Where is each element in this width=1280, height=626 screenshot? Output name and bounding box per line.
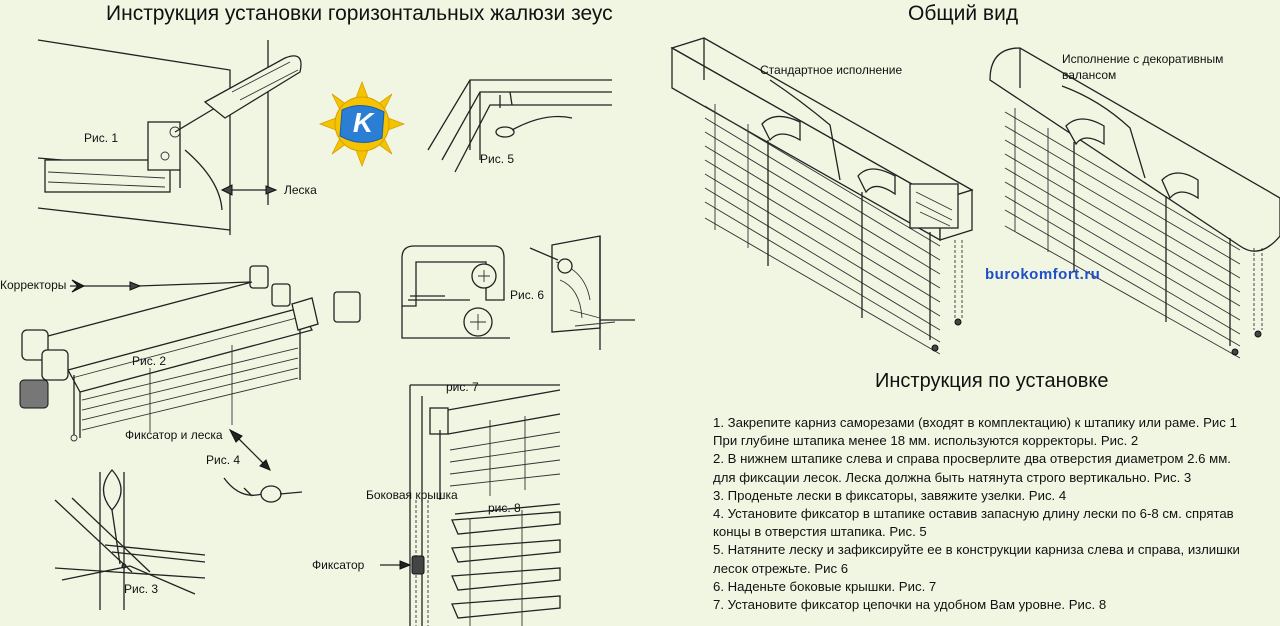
fig7-label: рис. 7 [446, 380, 479, 394]
fig1-drawing [37, 39, 302, 235]
main-title: Инструкция установки горизонтальных жалю… [106, 2, 613, 25]
instruction-line: 6. Наденьте боковые крышки. Рис. 7 [713, 578, 937, 594]
instruction-line: 3. Проденьте лески в фиксаторы, завяжите… [713, 487, 1067, 503]
brand-link[interactable]: burokomfort.ru [985, 266, 1101, 283]
side-cap-label: Боковая крышка [366, 488, 458, 502]
fig3-drawing [54, 469, 206, 610]
overview-title: Общий вид [908, 2, 1019, 25]
fig6-label: Рис. 6 [510, 288, 545, 302]
company-logo-icon [318, 80, 406, 168]
instruction-line: 4. Установите фиксатор в штапике оставив… [713, 506, 1234, 522]
fixator-label: Фиксатор [312, 558, 365, 572]
instruction-line: для фиксации лесок. Леска должна быть на… [713, 469, 1192, 485]
instruction-line: лесок отрежьте. Рис 6 [713, 560, 849, 576]
decorative-version-label-1: Исполнение с декоративным [1062, 52, 1224, 66]
fig5-label: Рис. 5 [480, 152, 515, 166]
logo-letter: K [352, 107, 374, 138]
fig4-drawing [223, 428, 303, 503]
fig3-label: Рис. 3 [124, 582, 159, 596]
decorative-blind-drawing [989, 47, 1280, 359]
instruction-line: 2. В нижнем штапике слева и справа просв… [713, 451, 1231, 467]
fig5-drawing [427, 79, 612, 173]
leska-label: Леска [284, 183, 317, 197]
correctors-label: Корректоры [0, 278, 67, 292]
instructions-title: Инструкция по установке [875, 370, 1109, 392]
instruction-line: концы в отверстия штапика. Рис. 5 [713, 524, 927, 540]
standard-version-label: Стандартное исполнение [760, 63, 903, 77]
fig2-drawing [19, 265, 361, 442]
fig6-drawing [401, 235, 635, 350]
instructions-list: 1. Закрепите карниз саморезами (входят в… [713, 414, 1240, 614]
fig1-label: Рис. 1 [84, 131, 119, 145]
fig8-label: рис. 8 [488, 501, 521, 515]
instruction-line: 7. Установите фиксатор цепочки на удобно… [713, 597, 1107, 613]
fig2-label: Рис. 2 [132, 354, 167, 368]
instruction-line: 5. Натяните леску и зафиксируйте ее в ко… [713, 542, 1240, 558]
decorative-version-label-2: валансом [1062, 68, 1117, 82]
instruction-line: При глубине штапика менее 18 мм. использ… [713, 433, 1139, 449]
fixator-and-line-label: Фиксатор и леска [125, 428, 223, 442]
fig7-fig8-drawing [380, 384, 561, 626]
fig4-label: Рис. 4 [206, 453, 241, 467]
standard-blind-drawing [670, 37, 974, 355]
instruction-line: 1. Закрепите карниз саморезами (входят в… [713, 415, 1237, 430]
